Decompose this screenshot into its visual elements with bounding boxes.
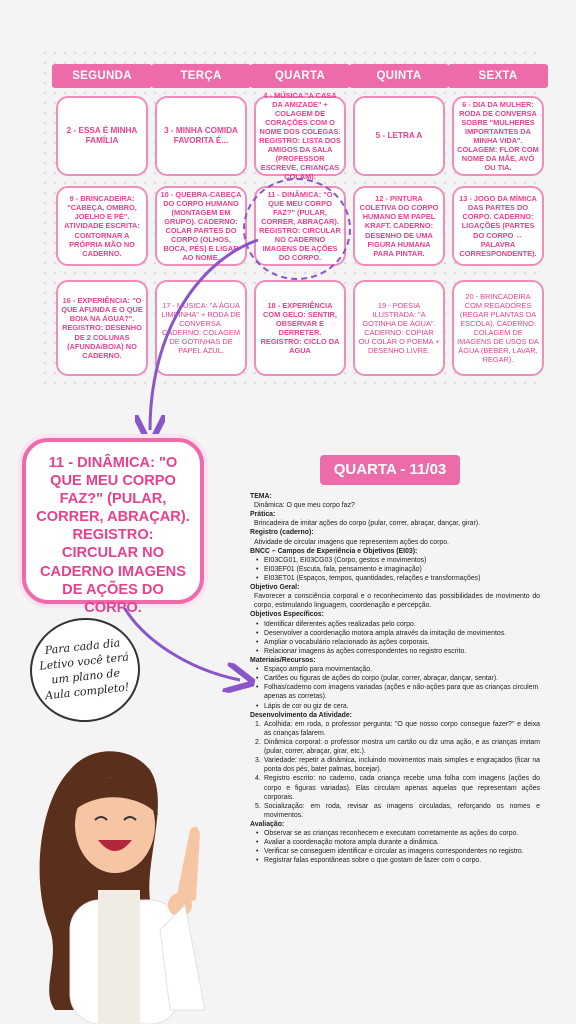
highlight-callout: 11 - DINÂMICA: "O QUE MEU CORPO FAZ?" (P… [22, 438, 204, 616]
calendar-cell-day-2: 2 - ESSA É MINHA FAMÍLIA [56, 96, 148, 176]
calendar-cell-day-9: 9 - BRINCADEIRA: "CABEÇA, OMBRO, JOELHO … [56, 186, 148, 266]
list-item: Registrar falas espontâneas sobre o que … [256, 856, 540, 865]
calendar-cell-day-20: 20 - BRINCADEIRA COM REGADORES (REGAR PL… [452, 280, 544, 376]
list-item: Registro escrito: no caderno, cada crian… [255, 774, 540, 801]
calendar-cell-day-18: 18 - EXPERIÊNCIA COM GELO: SENTIR, OBSER… [254, 280, 346, 376]
list-item: Avaliar a coordenação motora ampla duran… [256, 838, 540, 847]
arrow-to-plan [118, 599, 240, 680]
list-item: Folhas/caderno com imagens variadas (açõ… [256, 683, 540, 701]
list-item: Relacionar imagens às ações corresponden… [256, 647, 540, 656]
calendar-cell-day-3: 3 - MINHA COMIDA FAVORITA É... [155, 96, 247, 176]
list-item: EI03EF01 (Escuta, fala, pensamento e ima… [256, 565, 540, 574]
avaliacao-heading: Avaliação: [250, 820, 285, 828]
list-item: Socialização: em roda, revisar as imagen… [255, 802, 540, 819]
day-header-sexta: SEXTA [448, 64, 548, 88]
list-item: Acolhida: em roda, o professor pergunta:… [255, 720, 540, 737]
tema-heading: TEMA: [250, 493, 272, 500]
objetivo-text: Favorecer a consciência corporal e o rec… [254, 593, 540, 610]
especificos-list: Identificar diferentes ações realizadas … [250, 620, 540, 657]
pratica-heading: Prática: [250, 511, 276, 519]
calendar-cell-day-5: 5 - LETRA A [353, 96, 445, 176]
materiais-list: Espaço amplo para movimentação. Cartões … [250, 665, 540, 711]
registro-text: Atividade de circular imagens que repres… [254, 538, 449, 546]
registro-heading: Registro (caderno): [250, 529, 314, 537]
bncc-heading: BNCC – Campos de Experiência e Objetivos… [250, 547, 418, 555]
list-item: EI03CG01, EI03CG03 (Corpo, gestos e movi… [256, 556, 540, 565]
list-item: EI03ET01 (Espaços, tempos, quantidades, … [256, 574, 540, 583]
materiais-heading: Materiais/Recursos: [250, 656, 316, 664]
day-header-segunda: SEGUNDA [52, 64, 152, 88]
especificos-heading: Objetivos Específicos: [250, 611, 324, 619]
list-item: Cartões ou figuras de ações do corpo (pu… [256, 674, 540, 683]
lesson-plan: TEMA: Dinâmica: O que meu corpo faz? Prá… [250, 492, 540, 866]
highlight-circle [243, 178, 351, 280]
desenvolvimento-list: Acolhida: em roda, o professor pergunta:… [250, 720, 540, 820]
avaliacao-list: Observar se as crianças reconhecem e exe… [250, 829, 540, 866]
list-item: Espaço amplo para movimentação. [256, 665, 540, 674]
list-item: Variedade: repetir a dinâmica, incluindo… [255, 756, 540, 774]
plan-title-badge: QUARTA - 11/03 [320, 455, 460, 485]
calendar-cell-day-13: 13 - JOGO DA MÍMICA DAS PARTES DO CORPO.… [452, 186, 544, 266]
day-header-terca: TERÇA [151, 64, 251, 88]
objetivo-heading: Objetivo Geral: [250, 584, 300, 592]
arrow-to-callout [150, 238, 259, 430]
calendar-cell-day-12: 12 - PINTURA COLETIVA DO CORPO HUMANO EM… [353, 186, 445, 266]
list-item: Desenvolver a coordenação motora ampla a… [256, 629, 540, 638]
tema-text: Dinâmica: O que meu corpo faz? [254, 502, 355, 510]
pratica-text: Brincadeira de imitar ações do corpo (pu… [254, 520, 480, 528]
desenvolvimento-heading: Desenvolvimento da Atividade: [250, 711, 352, 719]
list-item: Dinâmica corporal: o professor mostra um… [255, 738, 540, 756]
calendar-cell-day-6: 6 - DIA DA MULHER: RODA DE CONVERSA SOBR… [452, 96, 544, 176]
day-header-quarta: QUARTA [250, 64, 350, 88]
day-header-quinta: QUINTA [349, 64, 449, 88]
list-item: Verificar se conseguem identificar e cir… [256, 847, 540, 856]
list-item: Lápis de cor ou giz de cera. [256, 702, 540, 711]
list-item: Ampliar o vocabulário relacionado às açõ… [256, 638, 540, 647]
list-item: Identificar diferentes ações realizadas … [256, 620, 540, 629]
calendar-cell-day-4: 4 - MÚSICA "A CASA DA AMIZADE" + COLAGEM… [254, 91, 346, 181]
list-item: Observar se as crianças reconhecem e exe… [256, 829, 540, 838]
calendar-cell-day-16: 16 - EXPERIÊNCIA: "O QUE AFUNDA E O QUE … [56, 280, 148, 376]
bncc-list: EI03CG01, EI03CG03 (Corpo, gestos e movi… [250, 556, 540, 583]
calendar-cell-day-19: 19 - POESIA ILUSTRADA: "A GOTINHA DE ÁGU… [353, 280, 445, 376]
